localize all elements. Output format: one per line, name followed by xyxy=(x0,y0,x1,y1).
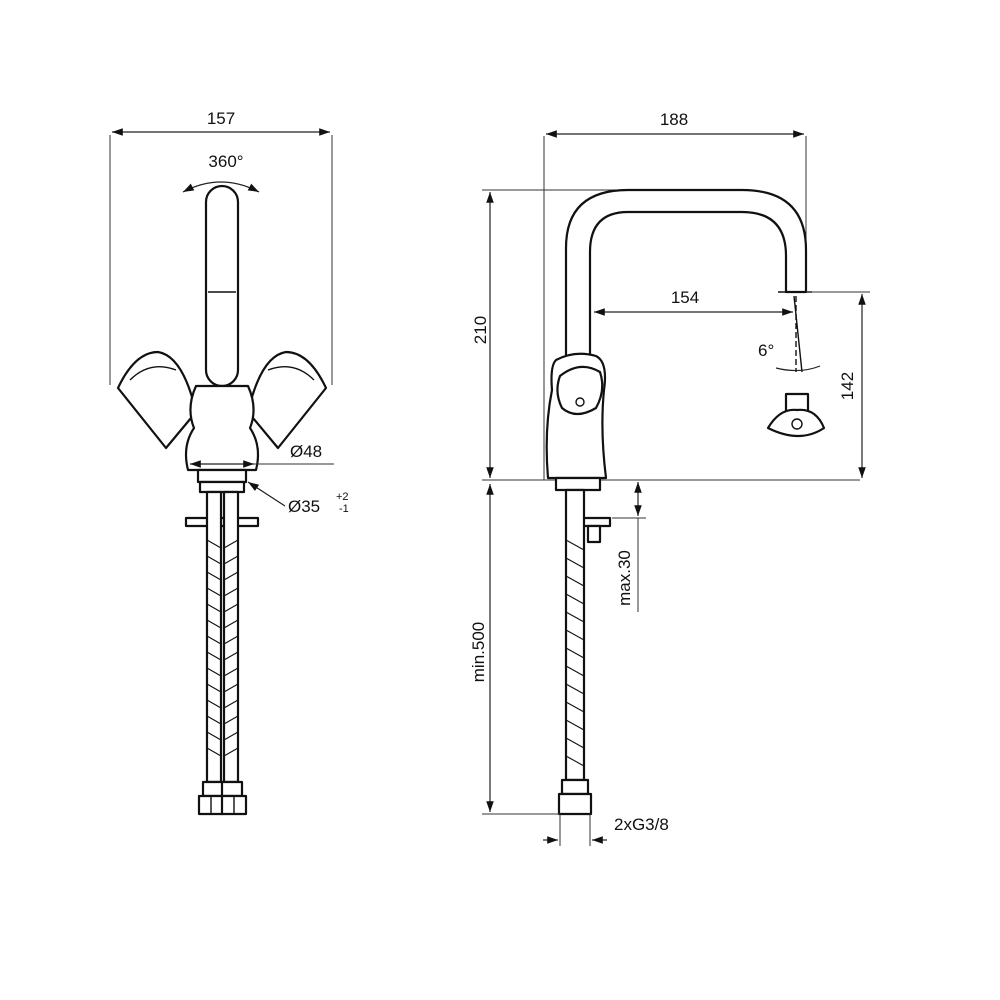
body-diameter-label: Ø48 xyxy=(290,442,322,461)
spout-projection-dimension: 154 xyxy=(594,288,793,316)
angle-indicator: 6° xyxy=(758,295,821,373)
rotation-label: 360° xyxy=(208,152,243,171)
side-view: 188 210 154 6° 142 xyxy=(469,110,870,846)
hose-length-label: min.500 xyxy=(469,622,488,682)
reach-label: 188 xyxy=(660,110,688,129)
handle-section xyxy=(766,392,826,438)
rotation-indicator: 360° xyxy=(182,152,260,193)
left-handle xyxy=(116,350,198,450)
hose-length-dimension: min.500 xyxy=(469,484,560,815)
mixer-body-side xyxy=(545,352,608,492)
hole-tolerance-upper: +2 xyxy=(336,491,349,503)
spout-front xyxy=(204,184,240,388)
outlet-height-label: 142 xyxy=(838,372,857,400)
supply-hoses-front xyxy=(197,490,248,816)
hole-tolerance-lower: -1 xyxy=(339,503,349,515)
spout-side xyxy=(564,188,812,362)
height-label: 210 xyxy=(471,316,490,344)
max-deck-label: max.30 xyxy=(615,550,634,606)
front-view: 157 360° xyxy=(109,109,349,816)
connection-label: 2xG3/8 xyxy=(614,815,669,834)
supply-hose-side xyxy=(557,488,593,816)
width-dimension: 157 xyxy=(109,109,333,385)
hole-diameter-dimension: Ø35 +2 -1 xyxy=(247,481,349,516)
mixer-body-front xyxy=(184,384,260,494)
width-label: 157 xyxy=(207,109,235,128)
outlet-height-dimension: 142 xyxy=(806,291,870,478)
right-handle xyxy=(246,350,328,450)
deck-mount: max.30 xyxy=(566,482,646,612)
angle-label: 6° xyxy=(758,341,774,360)
body-diameter-dimension: Ø48 xyxy=(190,442,334,468)
connection-dimension: 2xG3/8 xyxy=(543,814,669,846)
height-dimension: 210 xyxy=(471,189,860,481)
hole-diameter-label: Ø35 xyxy=(288,497,320,516)
spout-projection-label: 154 xyxy=(671,288,699,307)
